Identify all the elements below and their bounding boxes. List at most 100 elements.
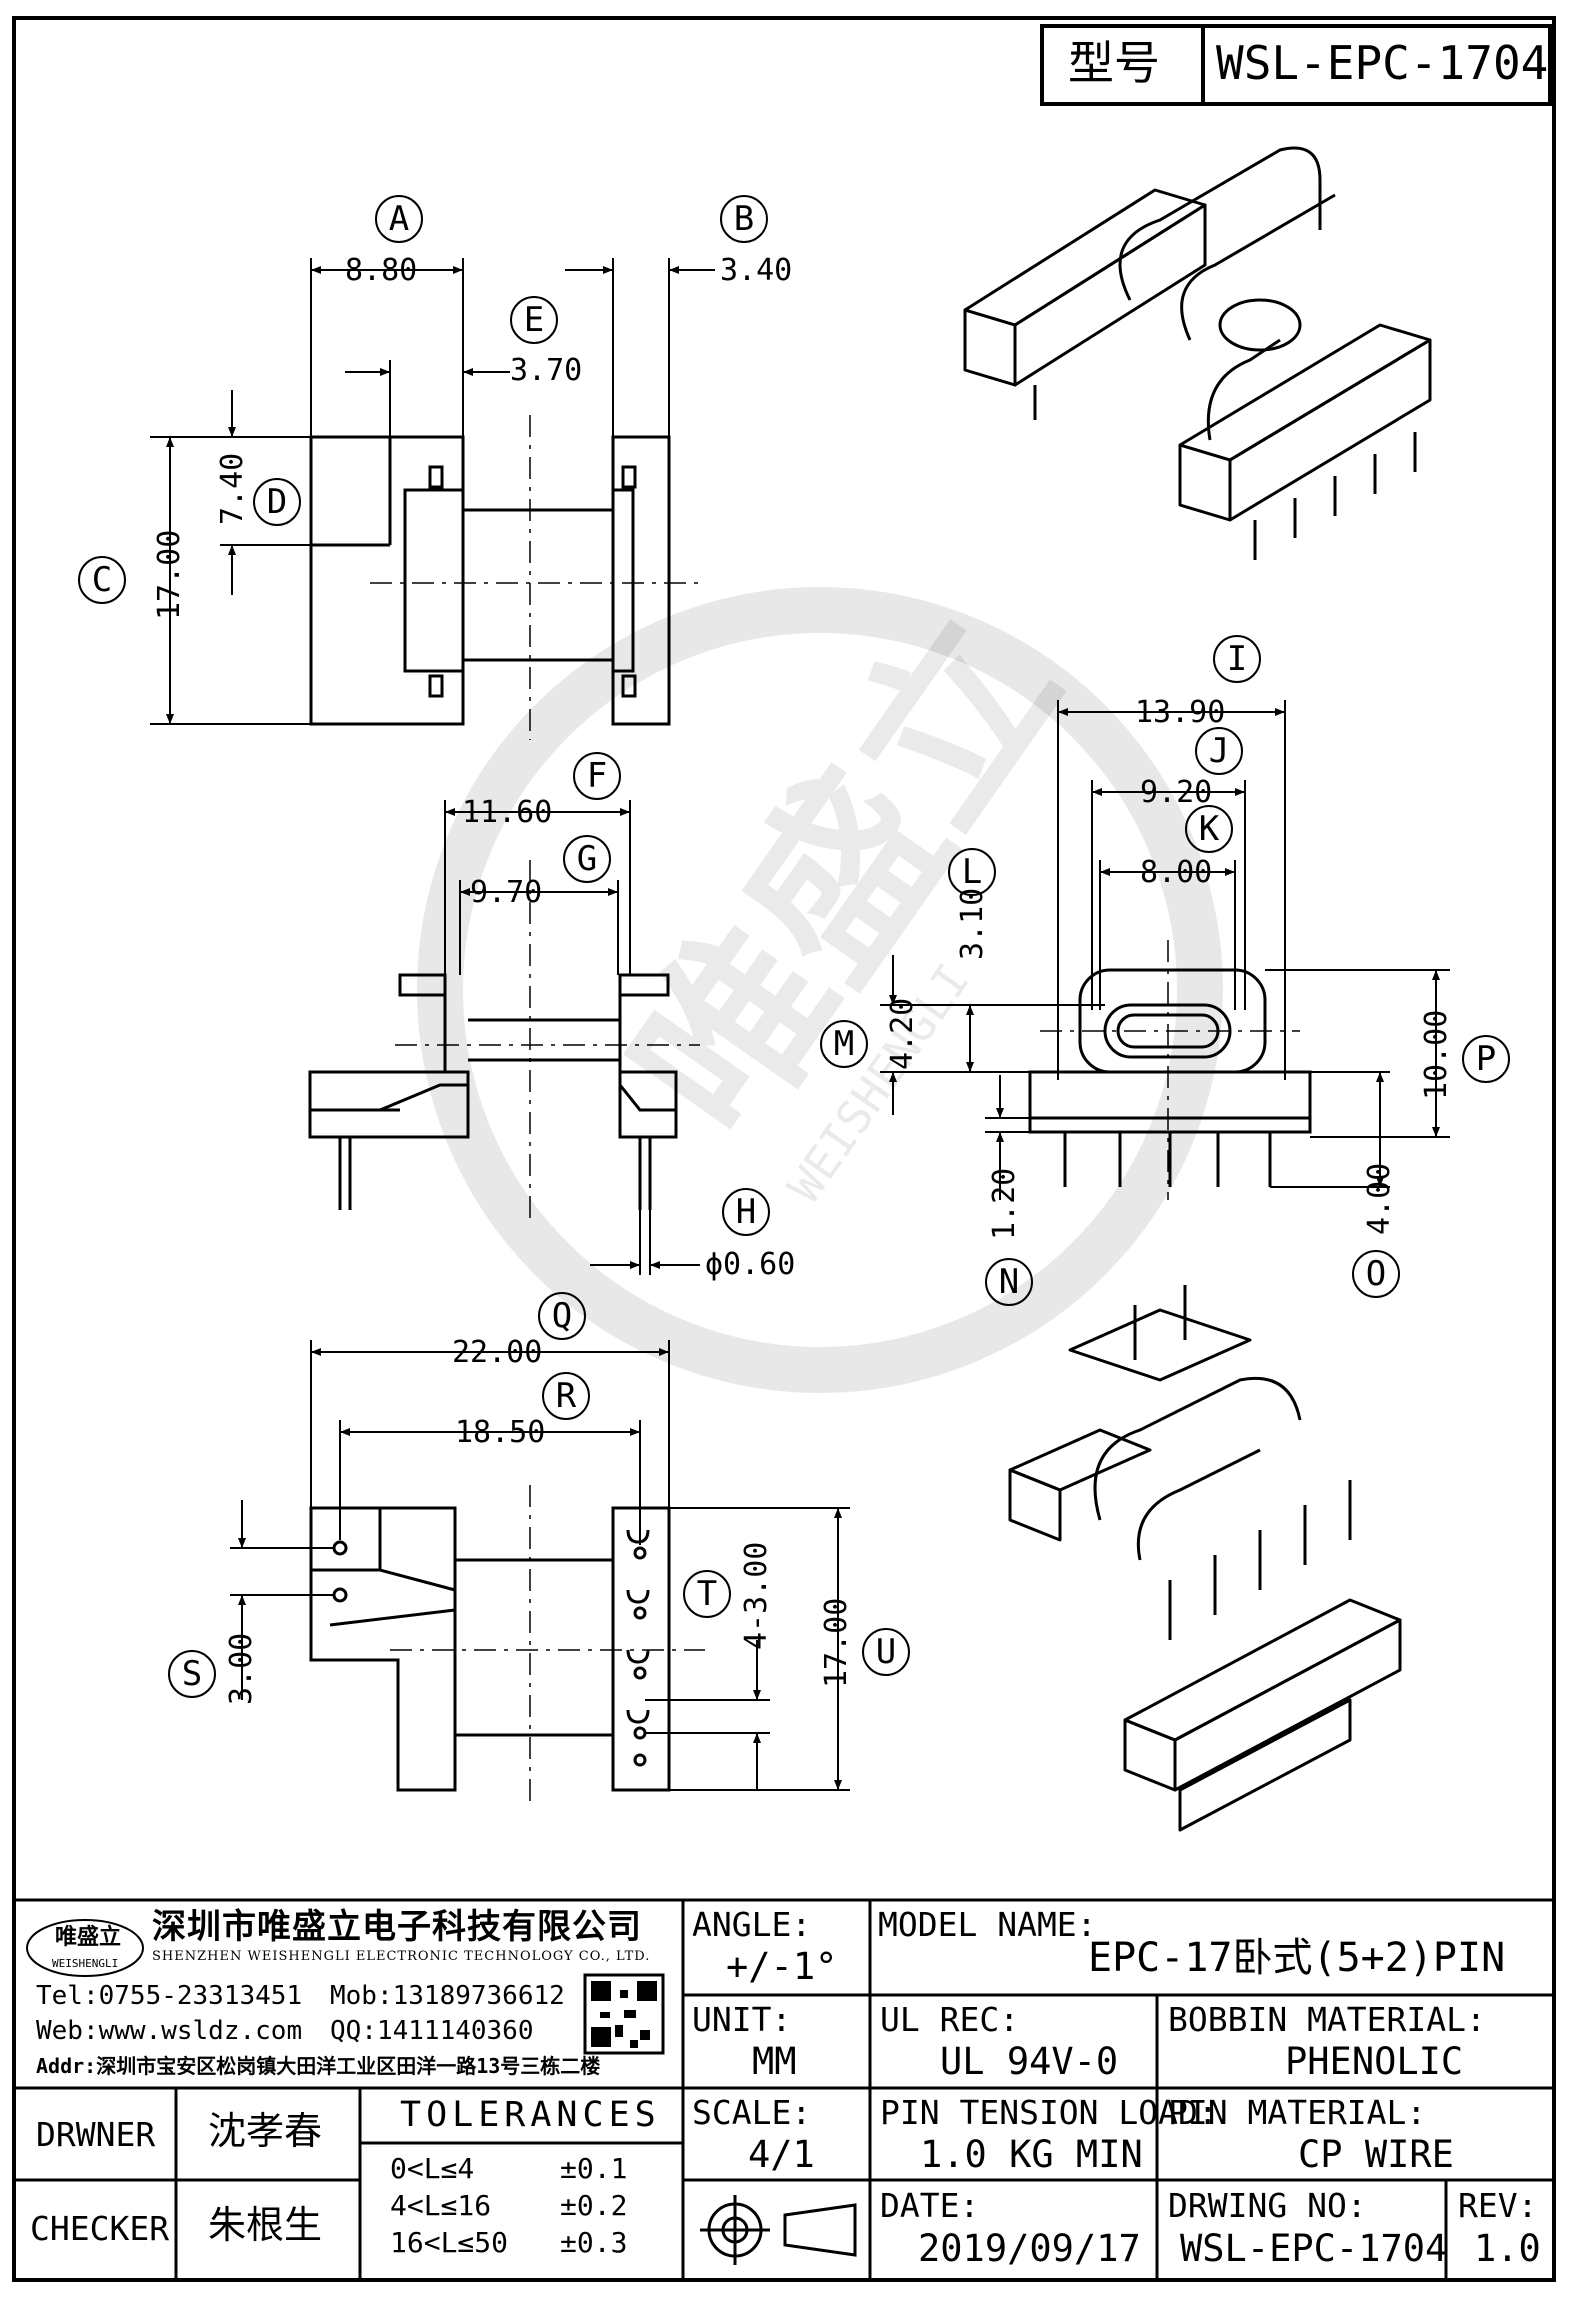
dim-value-S: 3.00 [224,1632,259,1705]
dim-value-P: 10.00 [1419,1009,1454,1100]
dim-value-F: 11.60 [462,795,553,830]
date-label: DATE: [880,2186,980,2225]
isometric-view-bottom [1008,1285,1402,1832]
qr-code-icon [583,1973,665,2055]
dim-value-A: 8.80 [345,253,418,288]
drawer-value: 沈孝春 [208,2109,323,2153]
logo-text: 唯盛立 [55,1924,122,1950]
bottom-view-centerlines [390,1485,705,1805]
ul-rec-value: UL 94V-0 [940,2040,1119,2083]
dim-tag-A: A [375,195,423,243]
dim-tag-L: L [948,848,996,896]
dim-value-U: 17.00 [819,1597,854,1688]
dim-value-E: 3.70 [510,353,583,388]
model-header-box [1040,24,1552,106]
ul-rec-label: UL REC: [880,2000,1020,2039]
dim-tag-K: K [1185,805,1233,853]
pin-material-value: CP WIRE [1298,2133,1454,2176]
side-view [308,973,678,1210]
dim-value-J: 9.20 [1140,775,1213,810]
angle-value: +/-1° [726,1945,838,1988]
pin-material-label: PIN MATERIAL: [1168,2093,1427,2132]
dim-value-C: 17.00 [152,529,187,620]
dim-value-N: 1.20 [987,1167,1022,1240]
dim-tag-E: E [510,296,558,344]
logo-subtext: WEISHENGLI [52,1957,119,1970]
tolerance-range-1: 4<L≤16 [390,2189,492,2222]
side-view-dimensions [444,800,700,1275]
dim-tag-M: M [820,1020,868,1068]
unit-label: UNIT: [692,2000,792,2039]
dim-tag-R: R [542,1372,590,1420]
drawing-no-label: DRWING NO: [1168,2186,1367,2225]
dim-tag-B: B [720,195,768,243]
company-mob: Mob:13189736612 [330,1981,565,2011]
tolerance-range-0: 0<L≤4 [390,2152,475,2185]
checker-value: 朱根生 [208,2203,323,2247]
tolerance-range-2: 16<L≤50 [390,2226,509,2259]
drawing-no-value: WSL-EPC-1704 [1180,2227,1448,2270]
dim-tag-N: N [985,1258,1033,1306]
model-name-value: EPC-17卧式(5+2)PIN [1088,1935,1506,1981]
top-view [309,435,671,726]
tolerance-value-2: ±0.3 [560,2226,628,2259]
company-name-en: SHENZHEN WEISHENGLI ELECTRONIC TECHNOLOG… [152,1949,651,1964]
bottom-view [309,1506,671,1792]
watermark [417,587,1223,1393]
dim-tag-U: U [862,1628,910,1676]
unit-value: MM [752,2040,797,2083]
scale-value: 4/1 [748,2133,815,2176]
model-header-code: WSL-EPC-1704 [1216,36,1549,90]
dim-tag-T: T [683,1570,731,1618]
dim-tag-Q: Q [538,1292,586,1340]
dim-value-B: 3.40 [720,253,793,288]
dim-value-G: 9.70 [470,875,543,910]
tolerances-label: TOLERANCES [400,2095,661,2135]
dim-value-H: ϕ0.60 [705,1247,796,1282]
tolerance-value-1: ±0.2 [560,2189,628,2222]
pin-tension-label: PIN TENSION LOAD: [880,2093,1218,2132]
dim-tag-P: P [1462,1035,1510,1083]
pin-tension-value: 1.0 KG MIN [920,2133,1143,2176]
dim-tag-I: I [1213,635,1261,683]
dim-tag-J: J [1195,727,1243,775]
company-web: Web:www.wsldz.com [36,2016,303,2046]
title-block-grid [14,1898,1554,2280]
dim-tag-F: F [573,752,621,800]
dim-tag-C: C [78,556,126,604]
dim-tag-S: S [168,1650,216,1698]
rev-label: REV: [1458,2186,1538,2225]
dim-value-R: 18.50 [455,1415,546,1450]
dim-value-Q: 22.00 [452,1335,543,1370]
dim-tag-O: O [1352,1250,1400,1298]
top-view-dimensions [150,258,715,725]
sheet-border [12,16,1556,2282]
projection-symbol-icon [700,2195,857,2265]
dim-value-O: 4.00 [1362,1162,1397,1235]
company-qq: QQ:1411140360 [330,2016,534,2046]
tolerance-value-0: ±0.1 [560,2152,628,2185]
isometric-view-top [963,146,1432,560]
dim-tag-G: G [563,835,611,883]
dim-value-D: 7.40 [215,452,250,525]
dim-value-T: 4-3.00 [739,1541,774,1650]
dim-value-I: 13.90 [1135,695,1226,730]
company-logo [26,1919,144,1977]
company-addr: Addr:深圳市宝安区松岗镇大田洋工业区田洋一路13号三栋二楼 [36,2054,601,2078]
top-view-centerlines [370,415,700,740]
dim-value-K: 8.00 [1140,855,1213,890]
bobbin-material-label: BOBBIN MATERIAL: [1168,2000,1486,2039]
front-view [1028,968,1312,1187]
model-header-label: 型号 [1068,36,1160,90]
bottom-view-dimensions [230,1340,850,1791]
company-tel: Tel:0755-23313451 [36,1981,303,2011]
front-view-centerlines [1040,940,1300,1200]
front-view-dimensions [880,700,1450,1200]
angle-label: ANGLE: [692,1905,812,1944]
checker-label: CHECKER [30,2209,170,2248]
bobbin-material-value: PHENOLIC [1285,2040,1464,2083]
company-name-cn: 深圳市唯盛立电子科技有限公司 [152,1907,642,1947]
rev-value: 1.0 [1474,2227,1541,2270]
